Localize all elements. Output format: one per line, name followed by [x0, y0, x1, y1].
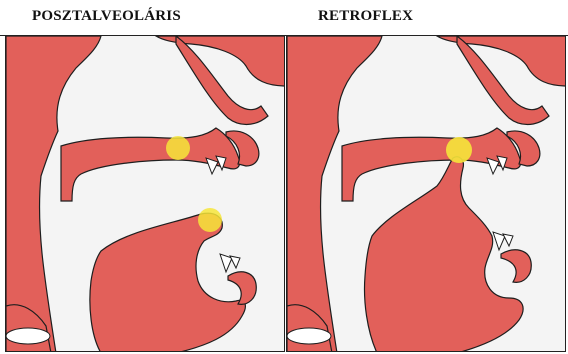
panel-title-retroflex: RETROFLEX	[318, 8, 413, 25]
vocal-cord	[287, 328, 331, 344]
place-of-articulation-highlight	[446, 137, 472, 163]
place-of-articulation-highlight	[166, 136, 190, 160]
diagram-retroflex	[286, 35, 566, 352]
vocal-tract-retroflex	[287, 36, 566, 352]
vocal-cord	[6, 328, 50, 344]
vocal-tract-postalveolar	[6, 36, 285, 352]
tongue-contact-highlight	[198, 208, 222, 232]
panel-title-postalveolar: POSZTALVEOLÁRIS	[32, 8, 181, 25]
diagram-postalveolar	[5, 35, 285, 352]
